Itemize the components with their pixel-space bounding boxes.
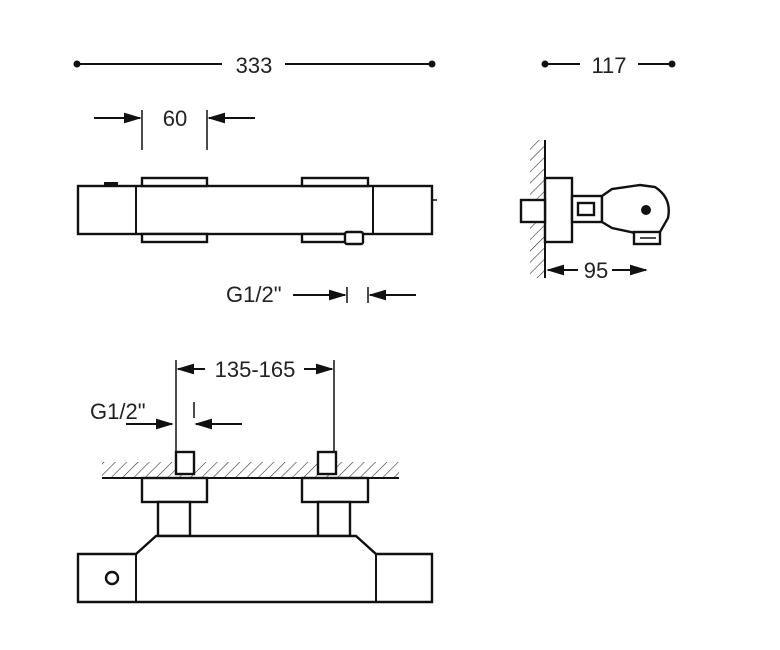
dimension-overall-width: 333	[73, 53, 436, 78]
mixer-top-view	[76, 176, 437, 246]
inlet-spacing-label: 135-165	[215, 357, 296, 382]
dimension-projection: 95	[546, 258, 648, 283]
depth-label: 117	[591, 53, 626, 78]
dimension-inlet-spacing: 135-165	[175, 357, 335, 452]
cartridge-spacing-label: 60	[163, 106, 187, 131]
dimension-inlet-thread: G1/2"	[90, 399, 242, 430]
dimension-outlet-thread: G1/2"	[226, 282, 416, 307]
overall-width-label: 333	[236, 53, 273, 78]
inlet-thread-label: G1/2"	[90, 399, 146, 424]
projection-label: 95	[584, 258, 608, 283]
dimension-depth: 117	[541, 53, 676, 78]
mixer-side-view	[519, 140, 670, 278]
outlet-thread-label: G1/2"	[226, 282, 282, 307]
mixer-front-view	[76, 450, 434, 604]
dimension-cartridge-spacing: 60	[94, 106, 255, 150]
